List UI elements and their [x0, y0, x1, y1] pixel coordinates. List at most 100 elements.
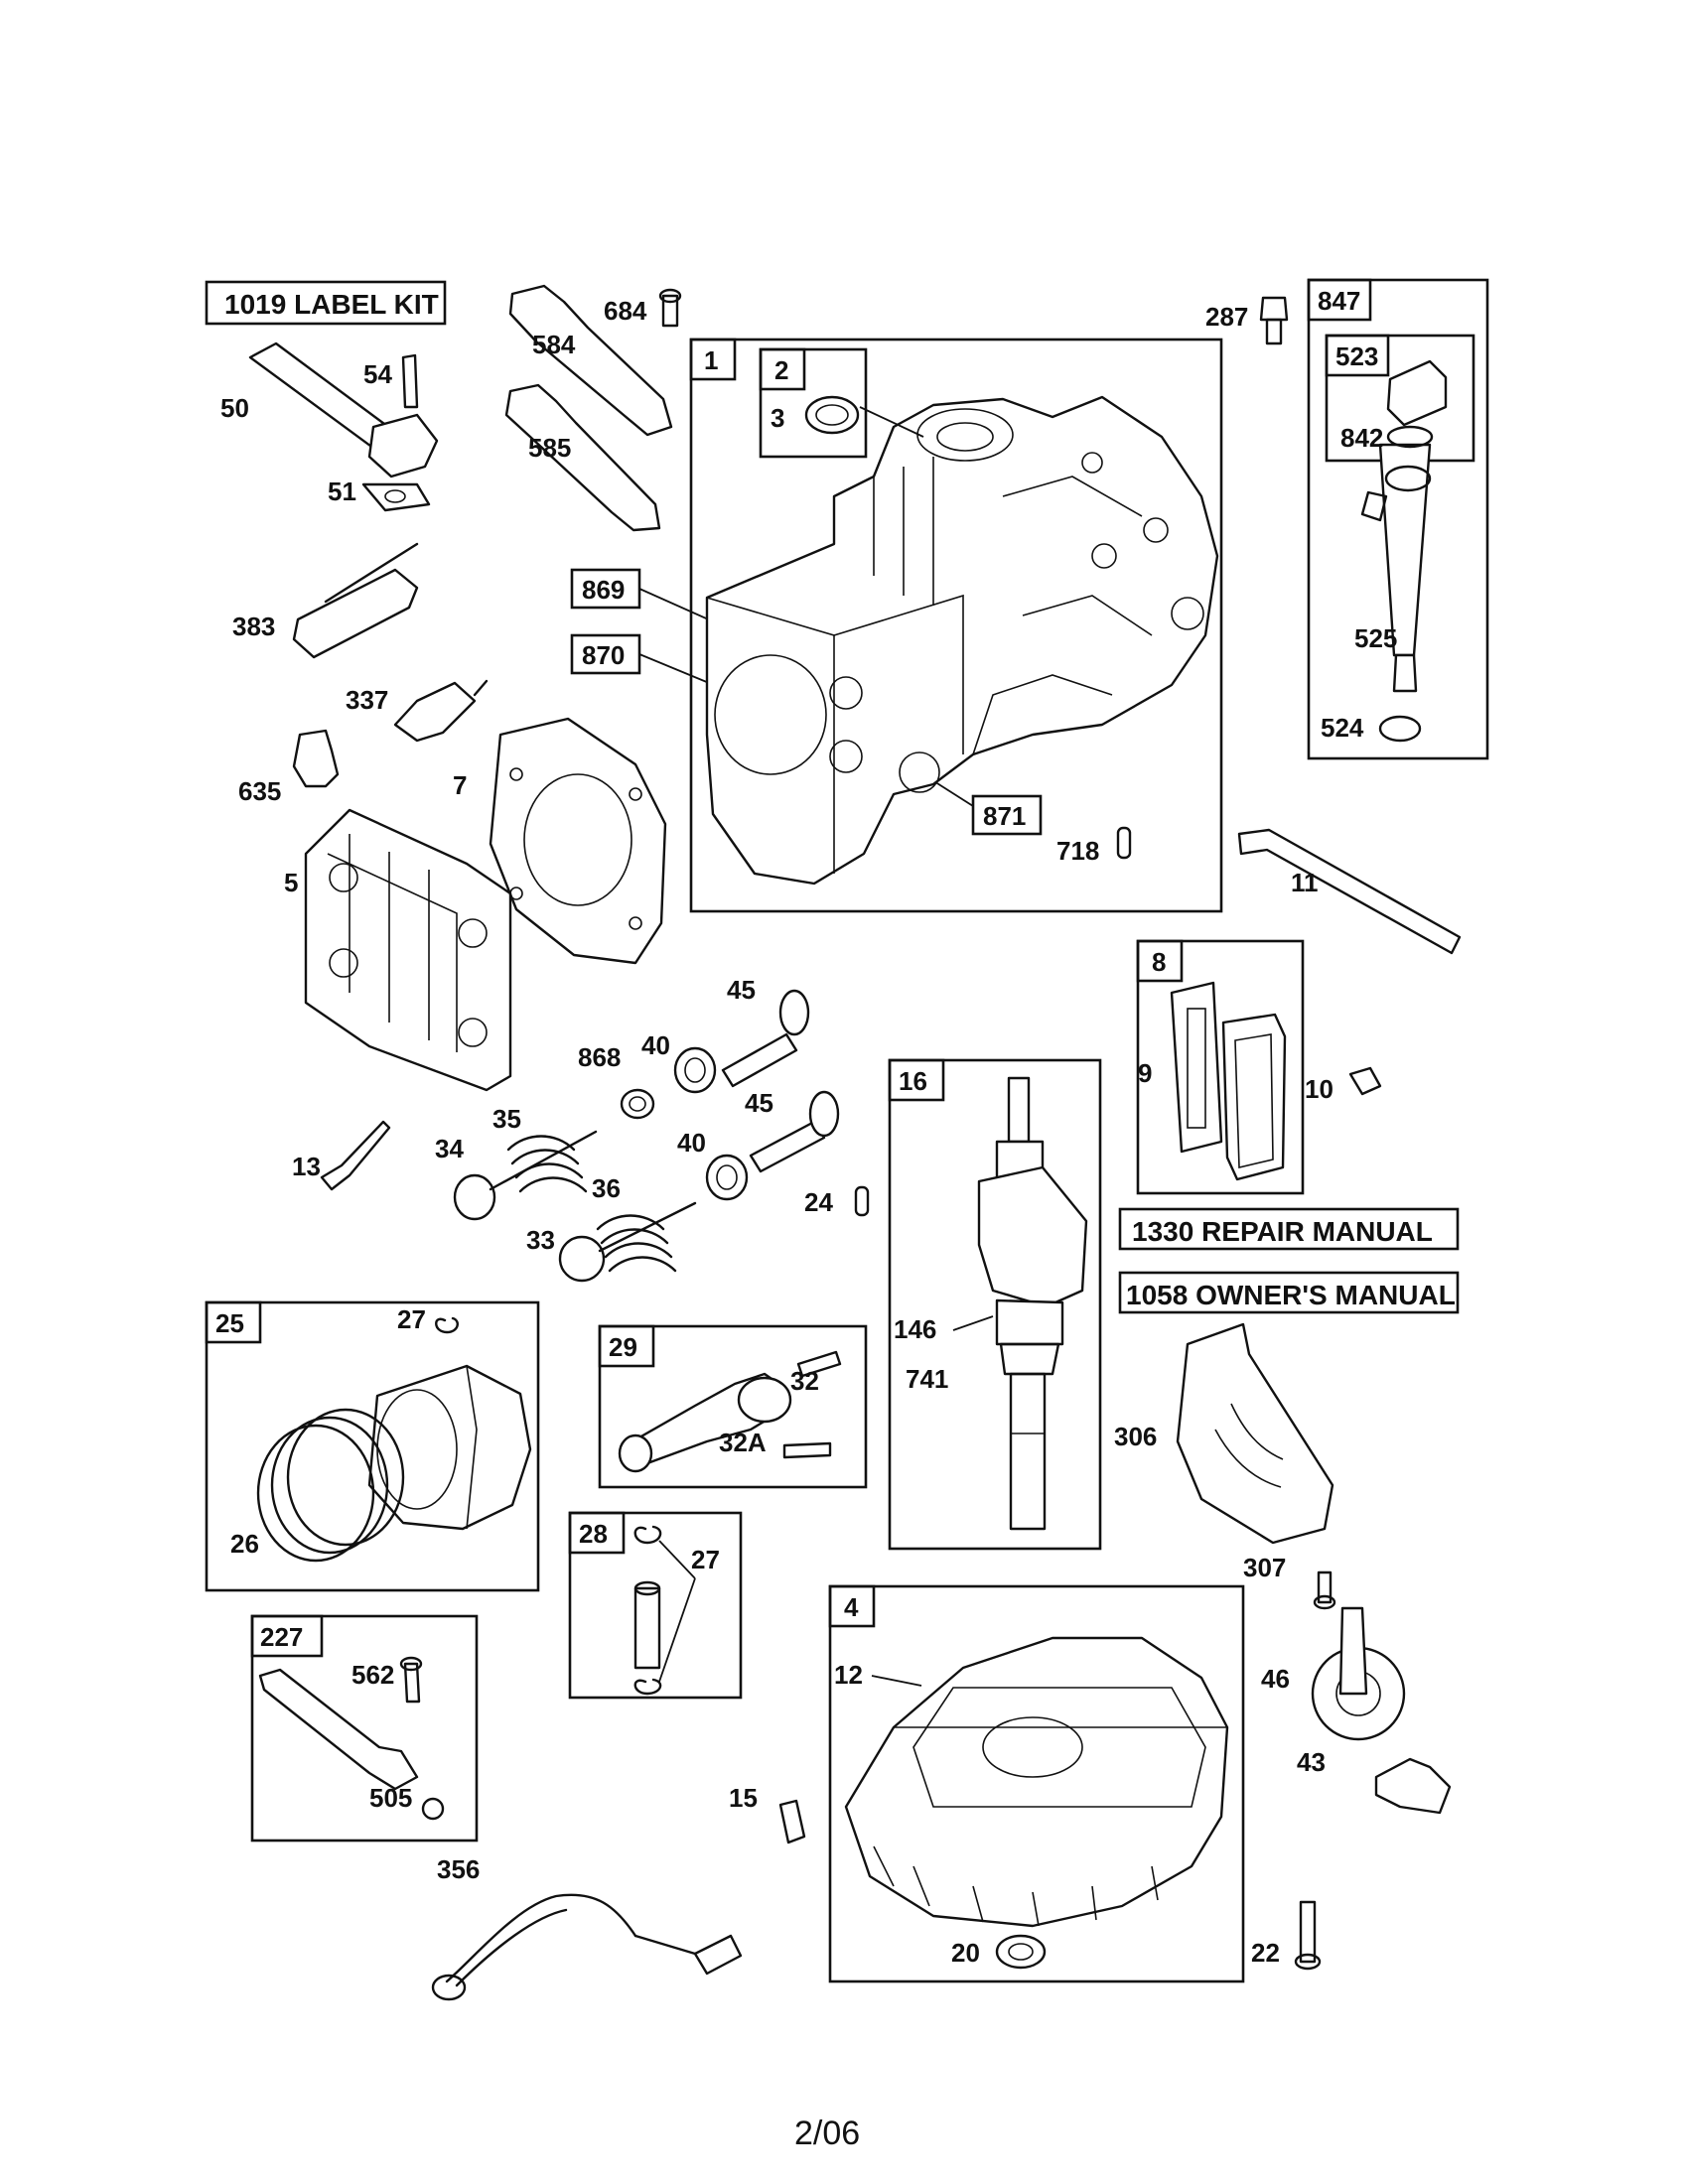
svg-text:871: 871: [983, 801, 1026, 831]
group-25-box: 25: [205, 1300, 540, 1592]
group-227-box: 227: [250, 1614, 479, 1843]
o-ring-524: [1378, 715, 1422, 743]
screw-13: [320, 1120, 391, 1191]
screw-287: [1259, 296, 1289, 345]
exhaust-gasket-51: [361, 482, 431, 512]
callout-871: 871: [928, 777, 1043, 836]
group-8-box: 8: [1136, 939, 1305, 1195]
group-16-box: 16: [888, 1058, 1102, 1551]
label-5: 5: [284, 868, 298, 897]
page-number: 2/06: [794, 2115, 860, 2152]
cylinder-head: [304, 808, 512, 1092]
group-4-box: 4: [828, 1584, 1245, 1983]
piston-pin-lock-a: [435, 1316, 459, 1334]
head-gasket: [489, 717, 667, 965]
label-383: 383: [232, 612, 275, 641]
piston-pin-lock-b: [633, 1525, 662, 1696]
nut-505: [421, 1797, 445, 1821]
spark-plug-boot: [292, 729, 340, 788]
group-16-number: 16: [899, 1066, 927, 1096]
group-2-number: 2: [774, 355, 788, 385]
label-43: 43: [1297, 1747, 1326, 1777]
breather-gasket: [1170, 981, 1223, 1154]
group-28-number: 28: [579, 1519, 608, 1549]
label-584: 584: [532, 330, 576, 359]
svg-text:869: 869: [582, 575, 625, 605]
label-562: 562: [351, 1660, 394, 1690]
bearing: [995, 1934, 1047, 1970]
label-525: 525: [1354, 623, 1397, 653]
exhaust-pipe: [248, 341, 439, 478]
screw-307: [1313, 1570, 1336, 1610]
group-1-number: 1: [704, 345, 718, 375]
label-10: 10: [1305, 1074, 1333, 1104]
valve-spring-36: [596, 1214, 677, 1273]
label-585: 585: [528, 433, 571, 463]
retainer-40b: [705, 1154, 749, 1201]
label-337: 337: [346, 685, 388, 715]
label-27a: 27: [397, 1304, 426, 1334]
breather-tube: [1237, 828, 1462, 955]
label-36: 36: [592, 1173, 621, 1203]
piston: [367, 1364, 532, 1531]
label-12: 12: [834, 1660, 863, 1690]
label-842: 842: [1340, 423, 1383, 453]
valve-spring-35: [506, 1135, 588, 1193]
svg-text:870: 870: [582, 640, 625, 670]
oil-fill-tube: [1360, 359, 1448, 693]
label-306: 306: [1114, 1422, 1157, 1451]
label-868: 868: [578, 1042, 621, 1072]
label-13: 13: [292, 1152, 321, 1181]
label-287: 287: [1205, 302, 1248, 332]
group-847-box: 847: [1307, 278, 1489, 760]
group-1-box: 1: [689, 338, 1223, 913]
dowel-24: [854, 1185, 870, 1217]
governor-lever: [258, 1668, 419, 1791]
label-kit-box: 1019 LABEL KIT: [205, 280, 447, 326]
label-32: 32: [790, 1366, 819, 1396]
owners-manual-text: 1058 OWNER'S MANUAL: [1126, 1280, 1456, 1310]
label-741: 741: [906, 1364, 948, 1394]
label-718: 718: [1056, 836, 1099, 866]
retainer-40a: [673, 1046, 717, 1094]
label-40a: 40: [641, 1030, 670, 1060]
group-4-number: 4: [844, 1592, 859, 1622]
piston-rings: [256, 1408, 405, 1563]
tappet-45b: [749, 1090, 840, 1173]
spark-plug: [393, 679, 489, 743]
exhaust-gasket-585: [504, 383, 661, 532]
tappet-45a: [721, 989, 810, 1088]
label-3: 3: [771, 403, 784, 433]
screw-562: [399, 1656, 423, 1704]
rod-bolt-32: [796, 1350, 842, 1378]
valve-seal: [620, 1088, 655, 1120]
group-227-number: 227: [260, 1622, 303, 1652]
label-45b: 45: [745, 1088, 773, 1118]
lever-383: [292, 542, 419, 659]
screw-10: [1348, 1066, 1382, 1096]
group-28-box: 28: [568, 1511, 743, 1700]
label-356: 356: [437, 1854, 480, 1884]
label-51: 51: [328, 477, 356, 506]
label-45a: 45: [727, 975, 756, 1005]
group-2-box: 2: [759, 347, 868, 459]
label-11: 11: [1291, 868, 1319, 897]
group-847-number: 847: [1318, 286, 1360, 316]
cylinder-baffle: [1176, 1322, 1334, 1545]
label-505: 505: [369, 1783, 412, 1813]
label-307: 307: [1243, 1553, 1286, 1582]
label-684: 684: [604, 296, 647, 326]
label-34: 34: [435, 1134, 464, 1163]
label-635: 635: [238, 776, 281, 806]
group-29-box: 29: [598, 1324, 868, 1489]
intake-valve: [453, 1130, 598, 1221]
connecting-rod: [618, 1372, 792, 1473]
screw-684: [658, 288, 682, 328]
label-26: 26: [230, 1529, 259, 1559]
breather-cover: [1221, 1013, 1287, 1181]
exhaust-gasket-584: [508, 284, 673, 437]
crankcase-sump: [844, 1636, 1229, 1928]
piston-pin: [633, 1580, 661, 1670]
label-50: 50: [220, 393, 249, 423]
